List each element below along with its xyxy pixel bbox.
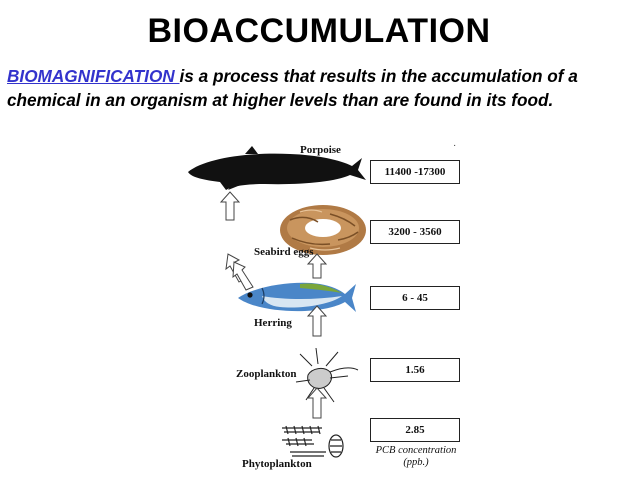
pcb-note-line1: PCB concentration <box>375 445 457 456</box>
zooplankton-image <box>295 347 359 403</box>
food-chain-arrows <box>219 191 328 419</box>
pcb-concentration-note: PCB concentration (ppb.) <box>368 445 464 469</box>
definition-term: BIOMAGNIFICATION <box>7 66 180 86</box>
label-zooplankton: Zooplankton <box>236 368 297 380</box>
label-seabird-eggs: Seabird eggs <box>254 246 314 258</box>
arrow-up-icon <box>232 261 254 291</box>
label-porpoise: Porpoise <box>300 144 341 156</box>
definition-rest: is a process that results in the accumul… <box>7 66 578 110</box>
herring-image <box>238 282 356 312</box>
pcb-box-zooplankton: 1.56 <box>370 358 460 382</box>
seabird-eggs-image <box>280 205 366 255</box>
pcb-box-seabird-eggs: 3200 - 3560 <box>370 220 460 244</box>
porpoise-image <box>188 146 366 190</box>
food-chain-art <box>188 146 366 458</box>
slide-title: BIOACCUMULATION <box>147 12 491 50</box>
food-chain-diagram: · <box>0 140 638 479</box>
phytoplankton-image <box>282 425 344 458</box>
pcb-box-phytoplankton: 2.85 <box>370 418 460 442</box>
pcb-note-line2: (ppb.) <box>403 457 429 468</box>
label-phytoplankton: Phytoplankton <box>242 458 312 470</box>
arrow-up-icon <box>306 305 328 337</box>
pcb-box-herring: 6 - 45 <box>370 286 460 310</box>
arrow-up-icon <box>306 387 328 419</box>
definition-text: BIOMAGNIFICATION is a process that resul… <box>7 64 627 112</box>
pcb-box-porpoise: 11400 -17300 <box>370 160 460 184</box>
label-herring: Herring <box>254 317 292 329</box>
arrow-up-icon <box>219 191 241 221</box>
arrow-up-icon <box>306 253 328 279</box>
